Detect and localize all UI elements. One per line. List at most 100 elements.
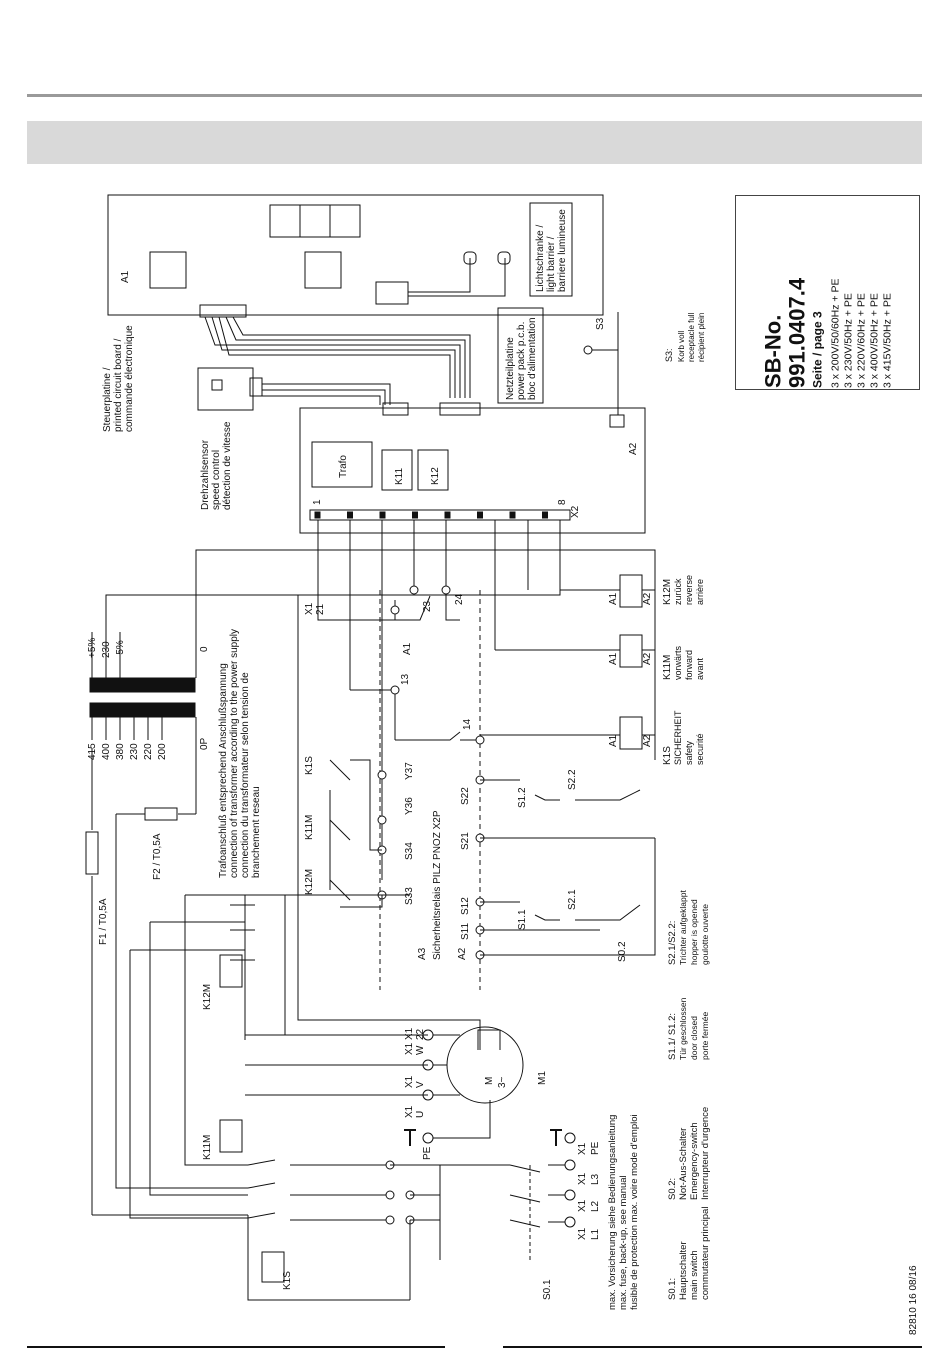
coil-a2: A2 xyxy=(642,592,653,605)
s3-terminal xyxy=(583,345,593,355)
light-barrier-line: light barrier / xyxy=(546,236,557,292)
k1s-contactor-coil xyxy=(261,1251,285,1283)
a1-connector-small xyxy=(375,281,409,305)
k1s-desc: SICHERHEIT xyxy=(673,710,683,765)
power-pack-line: power pack p.c.b. xyxy=(516,322,527,400)
mains-pe: PE xyxy=(590,1141,601,1155)
transformer-core xyxy=(89,702,196,718)
pin-y36: Y36 xyxy=(404,797,415,815)
x1-label: X1 xyxy=(404,1027,415,1040)
x2-pin xyxy=(347,511,353,519)
pin-s11: S11 xyxy=(460,923,471,940)
safety-a1: A1 xyxy=(402,642,413,655)
k12m-desc: arrière xyxy=(695,579,705,605)
k11m-contactor-coil xyxy=(219,1119,243,1153)
k12-label: K12 xyxy=(430,467,441,485)
contact-24: 24 xyxy=(454,593,465,605)
k1s-coil xyxy=(619,716,643,750)
motor-label: M xyxy=(484,1077,495,1085)
k12m-desc: zurück xyxy=(673,578,683,605)
safety-relay-name: Sicherheitsrelais PILZ PNOZ X2P xyxy=(432,810,443,960)
legend-line: Hauptschalter xyxy=(678,1241,689,1300)
switch-s0-2: S0.2 xyxy=(617,941,628,962)
k12m-contactor-coil xyxy=(219,954,243,988)
motor-v: V xyxy=(415,1081,426,1088)
coil-a2: A2 xyxy=(642,734,653,747)
trafo-label: Trafo xyxy=(338,455,349,478)
mains-l1: L1 xyxy=(590,1228,601,1240)
k12-box xyxy=(417,449,449,491)
x2-pin xyxy=(509,511,516,519)
x2-pin1: 1 xyxy=(312,499,323,505)
x1-label: X1 xyxy=(577,1142,588,1155)
out-minus5: -5% xyxy=(115,640,126,658)
a2-s3-connector xyxy=(609,414,625,428)
motor-id: M1 xyxy=(537,1071,548,1085)
motor-u: U xyxy=(415,1111,426,1118)
legend-line: main switch xyxy=(689,1250,700,1300)
a3-id: A3 xyxy=(417,947,428,960)
legend-line: Interrupteur d'urgence xyxy=(700,1107,711,1200)
x1-label: X1 xyxy=(404,1075,415,1088)
pin-s12: S12 xyxy=(460,897,471,915)
switch-s2-2: S2.2 xyxy=(567,769,578,790)
footer-rule-left xyxy=(27,1346,445,1348)
out-230: 230 xyxy=(101,641,112,658)
tap-415: 415 xyxy=(87,743,98,760)
a2-id: A2 xyxy=(628,442,639,455)
k1s-desc: securité xyxy=(695,733,705,765)
fuse-note: max. Vorsicherung siehe Bedienungsanleit… xyxy=(607,1115,618,1310)
legend-title: S1.1/ S1.2: xyxy=(667,1013,678,1060)
x2-pin xyxy=(542,511,548,519)
x1-label: X1 xyxy=(304,602,315,615)
f2-fuse xyxy=(144,807,178,821)
k11m-desc: avant xyxy=(695,657,705,680)
legend-line: Tür geschlossen xyxy=(678,997,688,1060)
k1s-id: K1S xyxy=(662,746,673,765)
s3-desc: Korb voll xyxy=(677,331,686,362)
f1-fuse xyxy=(85,831,99,875)
legend-line: Trichter aufgeklappt xyxy=(678,890,688,965)
light-barrier-line: Lichtschranke / xyxy=(535,225,546,292)
transformer-note: branchement reseau xyxy=(251,786,262,878)
k12m-contact-label: K12M xyxy=(304,869,315,895)
fuse-note: fusible de protection max. voire mode d'… xyxy=(629,1114,640,1310)
switch-s1-1: S1.1 xyxy=(517,909,528,930)
tap-380: 380 xyxy=(115,743,126,760)
k11m-id-main: K11M xyxy=(202,1135,213,1160)
light-barrier-box xyxy=(529,202,573,297)
switch-s2-1: S2.1 xyxy=(567,889,578,910)
transformer-note: connection du transformateur selon tensi… xyxy=(240,672,251,878)
speed-sensor-line: détection de vitesse xyxy=(222,421,233,510)
x2-pin xyxy=(444,511,451,519)
speed-sensor-line: Drehzahlsensor xyxy=(200,439,211,510)
motor-pe: PE xyxy=(422,1146,433,1160)
speed-sensor-box xyxy=(197,367,254,411)
x1-label: X1 xyxy=(404,1105,415,1118)
legend-line: Not-Aus-Schalter xyxy=(678,1128,689,1200)
k1s-id-main: K1S xyxy=(282,1271,293,1290)
coil-a1: A1 xyxy=(608,592,619,605)
legend-title: S0.1: xyxy=(667,1278,678,1300)
k11m-coil xyxy=(619,634,643,668)
f2-label: F2 / T0,5A xyxy=(152,833,163,880)
legend-title: S2.1/S2.2: xyxy=(667,921,678,965)
k11m-desc: forward xyxy=(684,650,694,680)
a1-component xyxy=(149,251,187,289)
a1-board-outline xyxy=(107,194,604,316)
footer-rule-right xyxy=(503,1346,922,1348)
x2-pin xyxy=(314,511,321,519)
a2-power-pack-outline xyxy=(299,407,646,534)
trafo-box xyxy=(311,441,373,488)
transformer-core xyxy=(89,677,196,693)
motor-m1 xyxy=(446,1026,524,1104)
sb-info-box: SB-No. 991.0407.4 Seite / page 3 3 x 200… xyxy=(735,195,920,390)
legend-line: commutateur principal xyxy=(700,1207,711,1300)
fuse-note: max. fuse, back-up, see manual xyxy=(618,1175,629,1310)
x2-pin8: 8 xyxy=(557,499,568,505)
motor-w: W xyxy=(415,1045,426,1055)
motor-phase: 3~ xyxy=(497,1076,508,1088)
k11-box xyxy=(381,449,413,491)
a1-label-line: printed circuit board / xyxy=(113,338,124,432)
